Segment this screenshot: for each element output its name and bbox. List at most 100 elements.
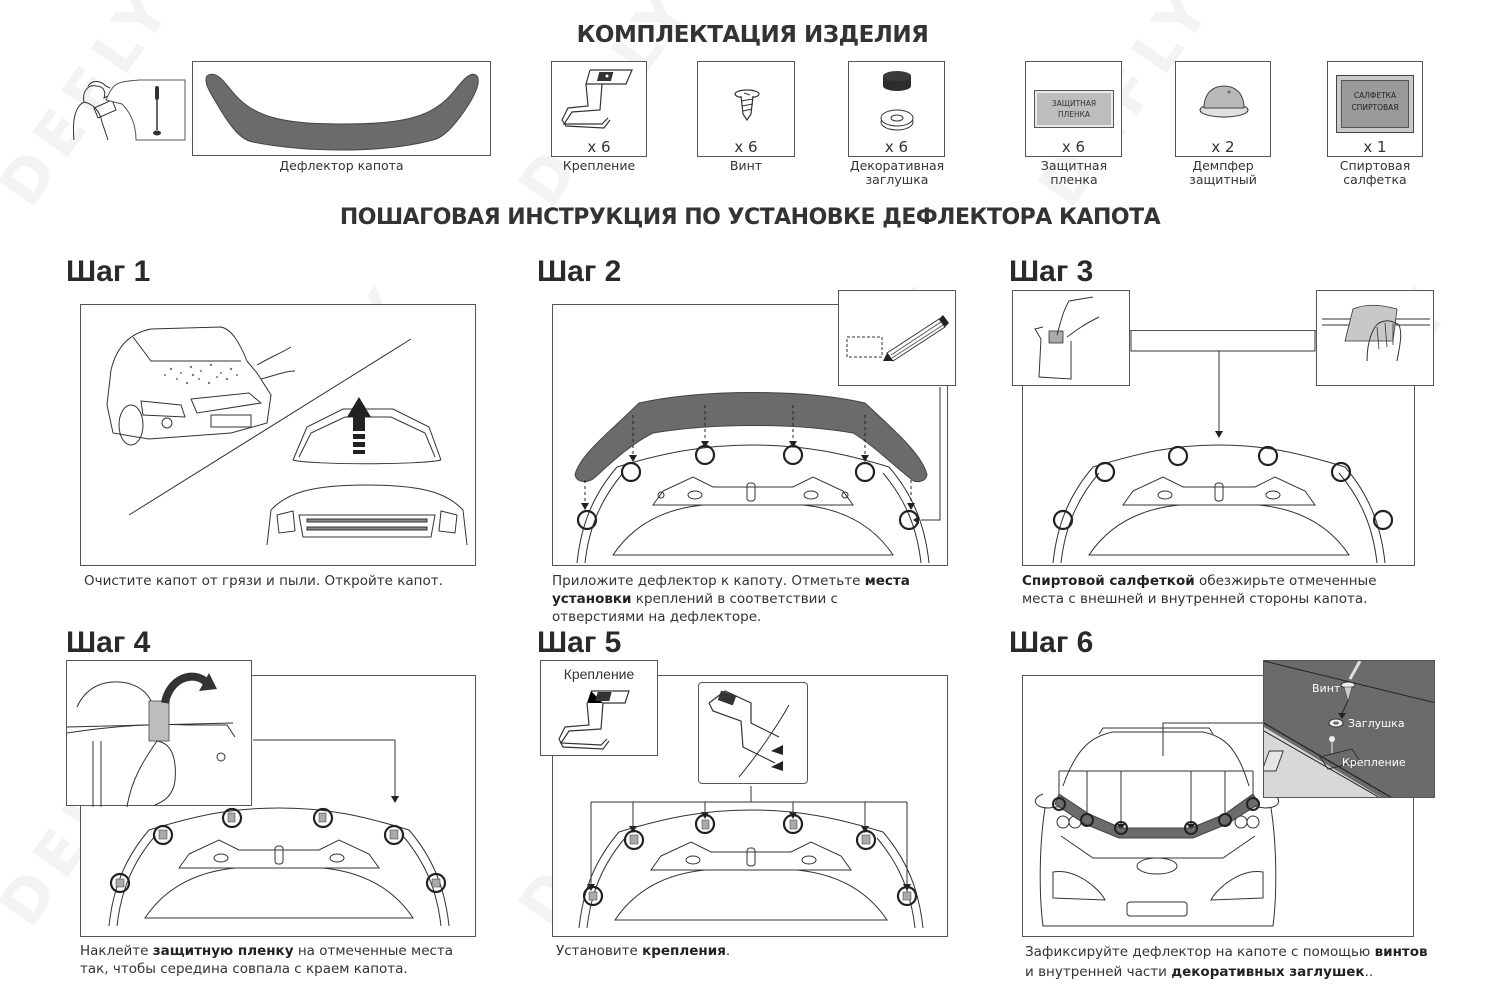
kit-label-clip: Крепление (562, 158, 636, 173)
label-line: Декоративная (849, 158, 945, 173)
step-2-heading: Шаг 2 (537, 255, 622, 288)
caption-bold-text: крепления (642, 943, 726, 959)
curved-arrow-icon (161, 672, 217, 704)
instruction-title: ПОШАГОВАЯ ИНСТРУКЦИЯ ПО УСТАНОВКЕ ДЕФЛЕК… (339, 205, 1161, 230)
caption-text: обезжирьте отмеченные места с внешней и … (1022, 573, 1377, 607)
caption-text: Очистите капот от грязи и пыли. Откройте… (84, 573, 443, 589)
step-6-heading: Шаг 6 (1009, 626, 1094, 659)
wipe-inner-label: САЛФЕТКА (1353, 91, 1397, 100)
hood-frame-icon (578, 809, 924, 929)
kit-item-clip: x 6 (551, 61, 647, 157)
step-6-caption: Зафиксируйте дефлектор на капоте с помощ… (1025, 942, 1435, 982)
caption-bold-text: винтов (1374, 944, 1428, 960)
kit-qty-screw: x 6 (734, 138, 758, 156)
kit-label-alcohol-wipe: Спиртовая салфетка (1316, 159, 1434, 187)
step-4-caption: Наклейте защитную пленку на отмеченные м… (80, 942, 460, 978)
mark-circles (582, 813, 918, 907)
step-3-inset-packet (1012, 290, 1130, 386)
kit-label-deflector: Дефлектор капота (279, 158, 404, 173)
step-1-heading: Шаг 1 (66, 255, 151, 288)
dirty-car-icon (106, 326, 296, 446)
step-3-caption: Спиртовой салфеткой обезжирьте отмеченны… (1022, 572, 1382, 608)
hood-frame-icon (1052, 444, 1386, 564)
label-line: салфетка (1343, 172, 1407, 187)
step-1-illustration (80, 304, 476, 566)
step-5-clip-inset: Крепление (540, 660, 658, 756)
caption-text: Установите (556, 943, 643, 959)
caption-text: .. (1364, 964, 1374, 980)
car-front-icon (1034, 722, 1280, 927)
kit-label-protective-film: Защитная пленка (1015, 159, 1133, 187)
marker-icon (846, 315, 949, 362)
wipe-inner-label: СПИРТОВАЯ (1351, 103, 1399, 112)
caption-text: Наклейте (80, 943, 153, 959)
mounting-clip-icon (561, 69, 633, 129)
mounting-clip-icon (558, 690, 630, 750)
mechanic-with-screwdriver-icon (73, 79, 186, 141)
mark-circles (109, 807, 447, 894)
installation-detail-icon (1264, 661, 1434, 797)
caption-text: на отмеченные места так, чтобы середина … (80, 943, 454, 977)
kit-qty-decorative-cap: x 6 (884, 138, 909, 156)
detail-label-clip: Крепление (1342, 756, 1406, 769)
kit-qty-protective-film: x 6 (1061, 138, 1086, 156)
caption-text: Приложите дефлектор к капоту. Отметьте (552, 573, 865, 589)
open-wipe-packet-icon (1034, 296, 1100, 380)
kit-qty-alcohol-wipe: x 1 (1363, 138, 1387, 156)
kit-qty-damper: x 2 (1211, 138, 1235, 156)
kit-item-screw: x 6 (697, 61, 795, 157)
hood-deflector-icon (205, 73, 479, 151)
label-line: защитный (1189, 172, 1257, 187)
kit-title: КОМПЛЕКТАЦИЯ ИЗДЕЛИЯ (576, 22, 929, 48)
step-3-heading: Шаг 3 (1009, 255, 1094, 288)
step-5-caption: Установите крепления. (556, 942, 936, 960)
caption-bold-text: Спиртовой салфеткой (1022, 573, 1195, 589)
step-3-inset-wipe (1316, 290, 1434, 386)
damper-icon (1199, 85, 1249, 118)
kit-item-decorative-cap: x 6 (848, 61, 945, 157)
film-inner-label: ПЛЕНКА (1057, 110, 1091, 119)
up-arrow-icon (347, 397, 371, 454)
clip-on-edge-icon (708, 690, 790, 778)
label-line: Спиртовая (1339, 158, 1411, 173)
kit-label-decorative-cap: Декоративная заглушка (838, 159, 956, 187)
alcohol-wipe-icon: САЛФЕТКА СПИРТОВАЯ (1336, 75, 1414, 133)
clip-inset-label: Крепление (563, 666, 635, 682)
applying-film-hands-icon (66, 681, 236, 808)
kit-item-protective-film: ЗАЩИТНАЯ ПЛЕНКА x 6 (1025, 61, 1122, 157)
kit-label-damper: Демпфер защитный (1164, 159, 1282, 187)
step-5-detail-inset (698, 682, 808, 784)
mark-circles (1052, 445, 1394, 531)
caption-bold-text: места установки (552, 573, 910, 607)
decorative-cap-icon (880, 71, 914, 131)
step-4-inset (66, 660, 252, 808)
kit-qty-clip: x 6 (587, 138, 611, 156)
detail-label-cap: Заглушка (1348, 717, 1405, 730)
step-5-heading: Шаг 5 (537, 626, 622, 659)
detail-label-screw: Винт (1312, 682, 1341, 695)
kit-item-damper: x 2 (1175, 61, 1271, 157)
label-line: пленка (1050, 172, 1098, 187)
caption-text: креплений в соответствии с отверстиями н… (552, 591, 838, 625)
screw-icon (734, 89, 760, 122)
step-1-caption: Очистите капот от грязи и пыли. Откройте… (84, 572, 484, 590)
step-2-marker-inset (838, 290, 956, 386)
kit-item-deflector (192, 61, 491, 156)
film-inner-label: ЗАЩИТНАЯ (1051, 99, 1097, 108)
tools-illustration (70, 78, 186, 143)
label-line: Демпфер (1192, 158, 1254, 173)
label-line: заглушка (865, 172, 929, 187)
kit-item-alcohol-wipe: САЛФЕТКА СПИРТОВАЯ x 1 (1327, 61, 1423, 157)
caption-bold-text: защитную пленку (152, 943, 294, 959)
step-2-caption: Приложите дефлектор к капоту. Отметьте м… (552, 572, 932, 626)
step-4-heading: Шаг 4 (66, 626, 151, 659)
step-6-detail-inset: Винт Заглушка Крепление (1263, 660, 1435, 798)
protective-film-icon: ЗАЩИТНАЯ ПЛЕНКА (1034, 90, 1114, 128)
open-hood-icon (266, 408, 468, 546)
caption-text: Зафиксируйте дефлектор на капоте с помощ… (1025, 944, 1375, 960)
caption-bold-text: декоративных заглушек (1171, 964, 1365, 980)
caption-text: и внутренней части (1025, 964, 1172, 980)
wiping-hand-icon (1322, 304, 1430, 362)
label-line: Защитная (1040, 158, 1108, 173)
hood-frame-icon (576, 444, 930, 564)
